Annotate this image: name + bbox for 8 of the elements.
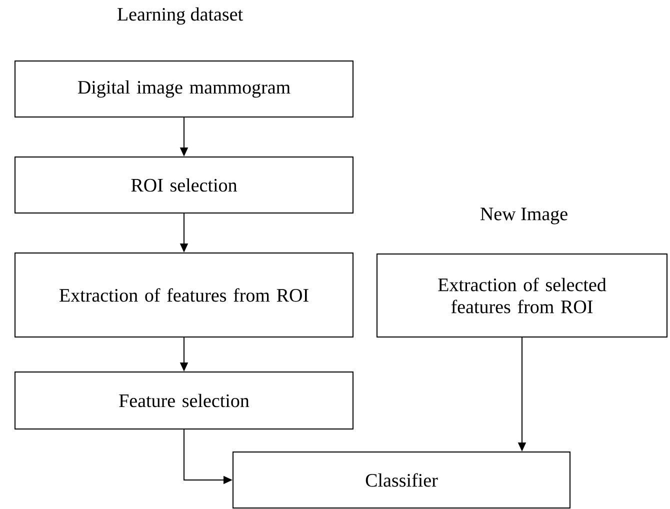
process-box: Feature selection (14, 372, 354, 430)
process-box: Digital image mammogram (14, 60, 354, 118)
heading: Learning dataset (118, 7, 243, 25)
process-box: Extraction of features from ROI (14, 252, 354, 338)
process-box: Classifier (232, 452, 570, 508)
process-box: ROI selection (14, 156, 354, 214)
process-box: Extraction of selected features from ROI (376, 254, 668, 338)
heading: New Image (480, 208, 568, 224)
